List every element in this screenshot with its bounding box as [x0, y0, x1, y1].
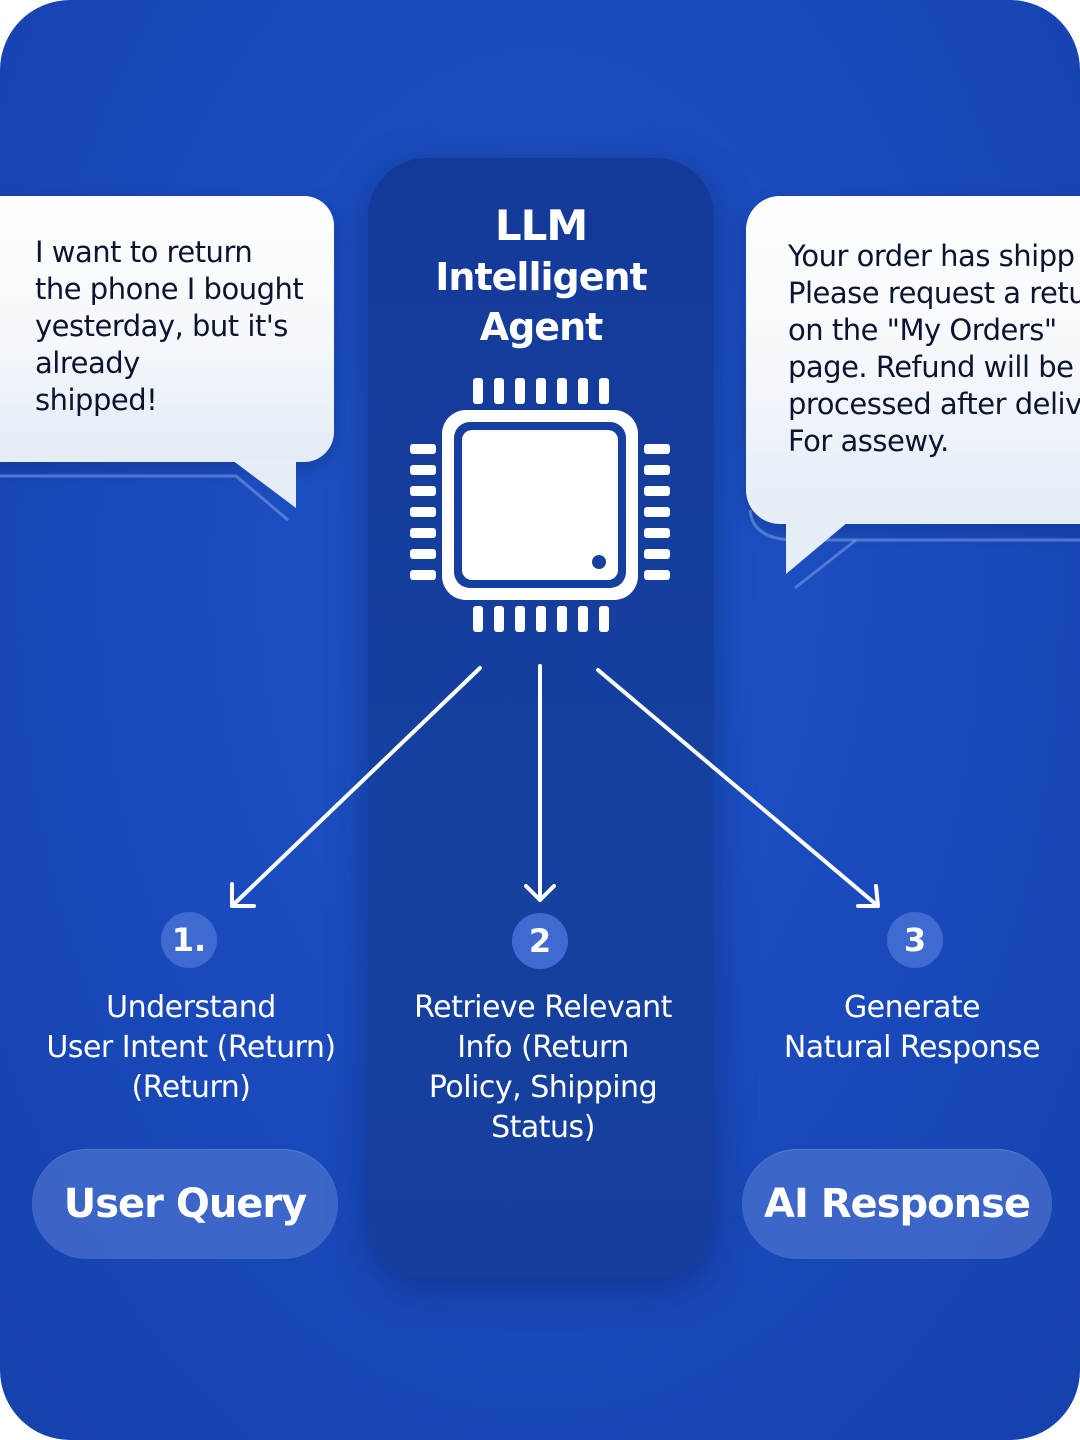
ai-message-line: processed after deliv — [788, 387, 1080, 421]
ai-speech-bubble: Your order has shipp Please request a re… — [746, 196, 1080, 524]
user-message-line: I want to return — [35, 235, 253, 269]
user-bubble-tail — [232, 460, 296, 508]
user-message-line: shipped! — [35, 383, 158, 417]
step-2-label-line: Retrieve Relevant — [414, 990, 672, 1025]
step-1-label-line: User Intent (Return) — [46, 1030, 336, 1065]
agent-title-line2: Intelligent Agent — [435, 255, 647, 349]
step-3-label-line: Natural Response — [783, 1030, 1041, 1065]
agent-title-line1: LLM — [494, 201, 588, 250]
user-bubble-outline — [0, 474, 289, 522]
step-2-label-line: Policy, Shipping — [428, 1070, 658, 1105]
ai-response-pill: AI Response — [742, 1149, 1052, 1259]
user-message: I want to return the phone I bought yest… — [35, 234, 315, 419]
user-query-pill: User Query — [32, 1149, 338, 1259]
arrow-to-step-1 — [230, 666, 482, 908]
step-1-label-line: (Return) — [131, 1070, 251, 1105]
arrowhead-step-3 — [856, 884, 880, 908]
ai-bubble-tail — [786, 522, 848, 574]
ai-message-line: page. Refund will be — [788, 350, 1074, 384]
arrowhead-step-2 — [524, 884, 556, 902]
step-2-label-line: Status) — [491, 1110, 595, 1145]
ai-message-line: Your order has shipp — [788, 239, 1075, 273]
user-message-line: already — [35, 346, 140, 380]
ai-message-line: For assewy. — [788, 424, 949, 458]
ai-message-line: on the "My Orders" — [788, 313, 1057, 347]
user-message-line: the phone I bought — [35, 272, 304, 306]
agent-title: LLM Intelligent Agent — [368, 200, 714, 352]
ai-message-line: Please request a retu — [788, 276, 1080, 310]
user-message-line: yesterday, but it's — [35, 309, 288, 343]
step-2-label: Retrieve Relevant Info (Return Policy, S… — [388, 988, 698, 1148]
step-3-label-line: Generate — [843, 990, 981, 1025]
step-2-number: 2 — [512, 913, 568, 969]
arrowhead-step-1 — [230, 882, 256, 908]
ai-bubble-outline-tail — [794, 538, 857, 590]
step-3-number: 3 — [887, 912, 943, 968]
step-3-label: Generate Natural Response — [762, 988, 1062, 1068]
step-1-label-line: Understand — [106, 990, 276, 1025]
arrow-to-step-3 — [596, 668, 880, 908]
user-speech-bubble: I want to return the phone I bought yest… — [0, 196, 334, 462]
ai-message: Your order has shipp Please request a re… — [788, 238, 1080, 460]
step-2-label-line: Info (Return — [457, 1030, 629, 1065]
step-1-number: 1. — [161, 912, 217, 968]
step-1-label: Understand User Intent (Return) (Return) — [40, 988, 342, 1108]
